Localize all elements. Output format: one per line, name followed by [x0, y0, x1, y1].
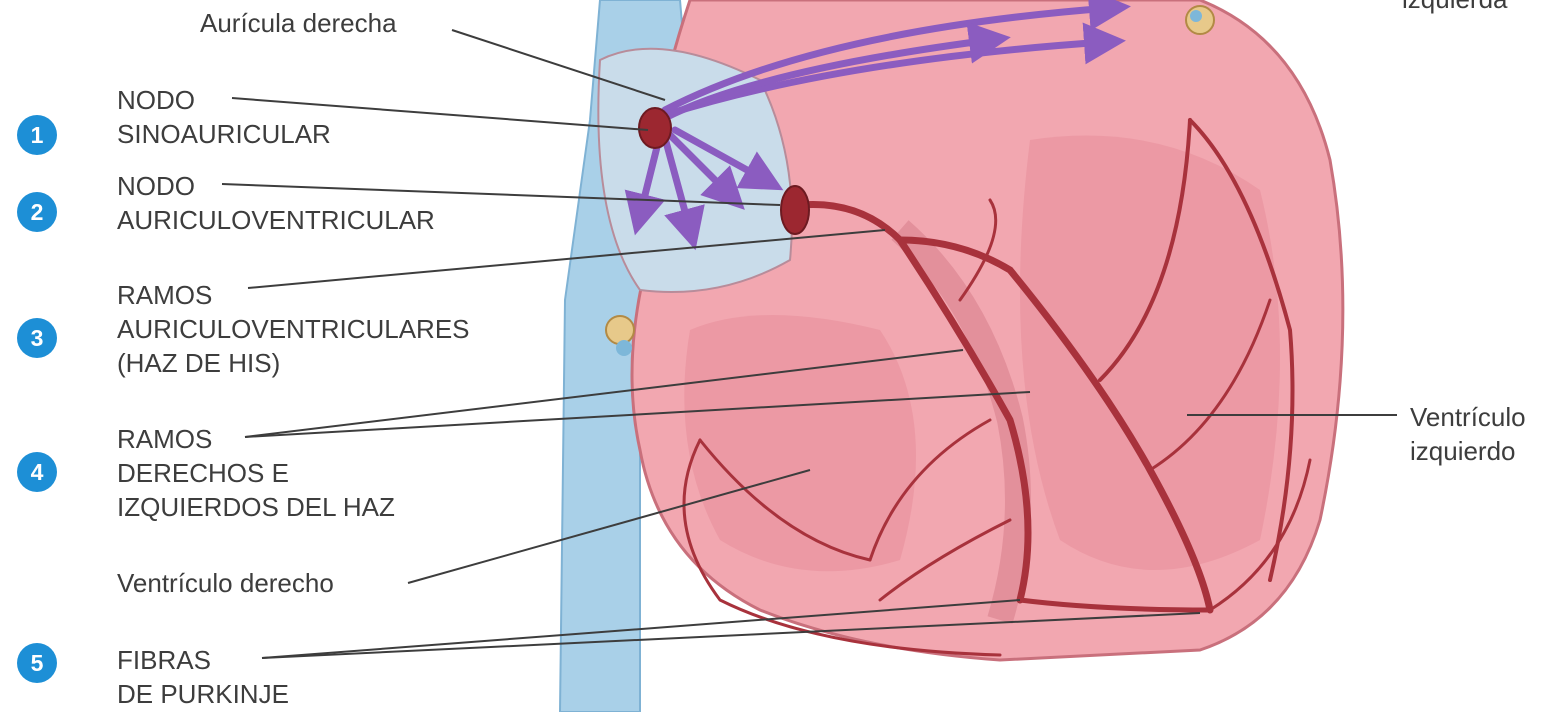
step-2-line-2: AURICULOVENTRICULAR: [117, 203, 435, 237]
auricula-izquierda-partial-label: izquierda: [1402, 0, 1508, 16]
step-5-badge: 5: [17, 643, 57, 683]
step-5-label: FIBRAS DE PURKINJE: [117, 643, 289, 711]
step-2-label: NODO AURICULOVENTRICULAR: [117, 169, 435, 237]
sa-node-marker: [639, 108, 671, 148]
step-1-line-2: SINOAURICULAR: [117, 117, 331, 151]
step-4-label: RAMOS DERECHOS E IZQUIERDOS DEL HAZ: [117, 422, 395, 524]
ventriculo-izquierdo-label: Ventrículo izquierdo: [1410, 400, 1526, 468]
ventriculo-izquierdo-line-1: Ventrículo: [1410, 400, 1526, 434]
step-4-line-2: DERECHOS E: [117, 456, 395, 490]
step-5-line-2: DE PURKINJE: [117, 677, 289, 711]
step-3-badge: 3: [17, 318, 57, 358]
step-4-badge: 4: [17, 452, 57, 492]
auricula-derecha-label: Aurícula derecha: [200, 6, 397, 40]
step-3-label: RAMOS AURICULOVENTRICULARES (HAZ DE HIS): [117, 278, 470, 380]
step-1-label: NODO SINOAURICULAR: [117, 83, 331, 151]
left-ventricle-cavity: [1020, 136, 1280, 570]
step-4-line-3: IZQUIERDOS DEL HAZ: [117, 490, 395, 524]
ventriculo-izquierdo-line-2: izquierdo: [1410, 434, 1526, 468]
step-1-line-1: NODO: [117, 83, 331, 117]
step-2-line-1: NODO: [117, 169, 435, 203]
step-1-badge: 1: [17, 115, 57, 155]
step-5-line-1: FIBRAS: [117, 643, 289, 677]
step-2-badge: 2: [17, 192, 57, 232]
step-3-line-2: AURICULOVENTRICULARES: [117, 312, 470, 346]
step-3-line-3: (HAZ DE HIS): [117, 346, 470, 380]
step-4-line-1: RAMOS: [117, 422, 395, 456]
ventriculo-derecho-label: Ventrículo derecho: [117, 566, 334, 600]
step-3-line-1: RAMOS: [117, 278, 470, 312]
av-node-marker: [781, 186, 809, 234]
